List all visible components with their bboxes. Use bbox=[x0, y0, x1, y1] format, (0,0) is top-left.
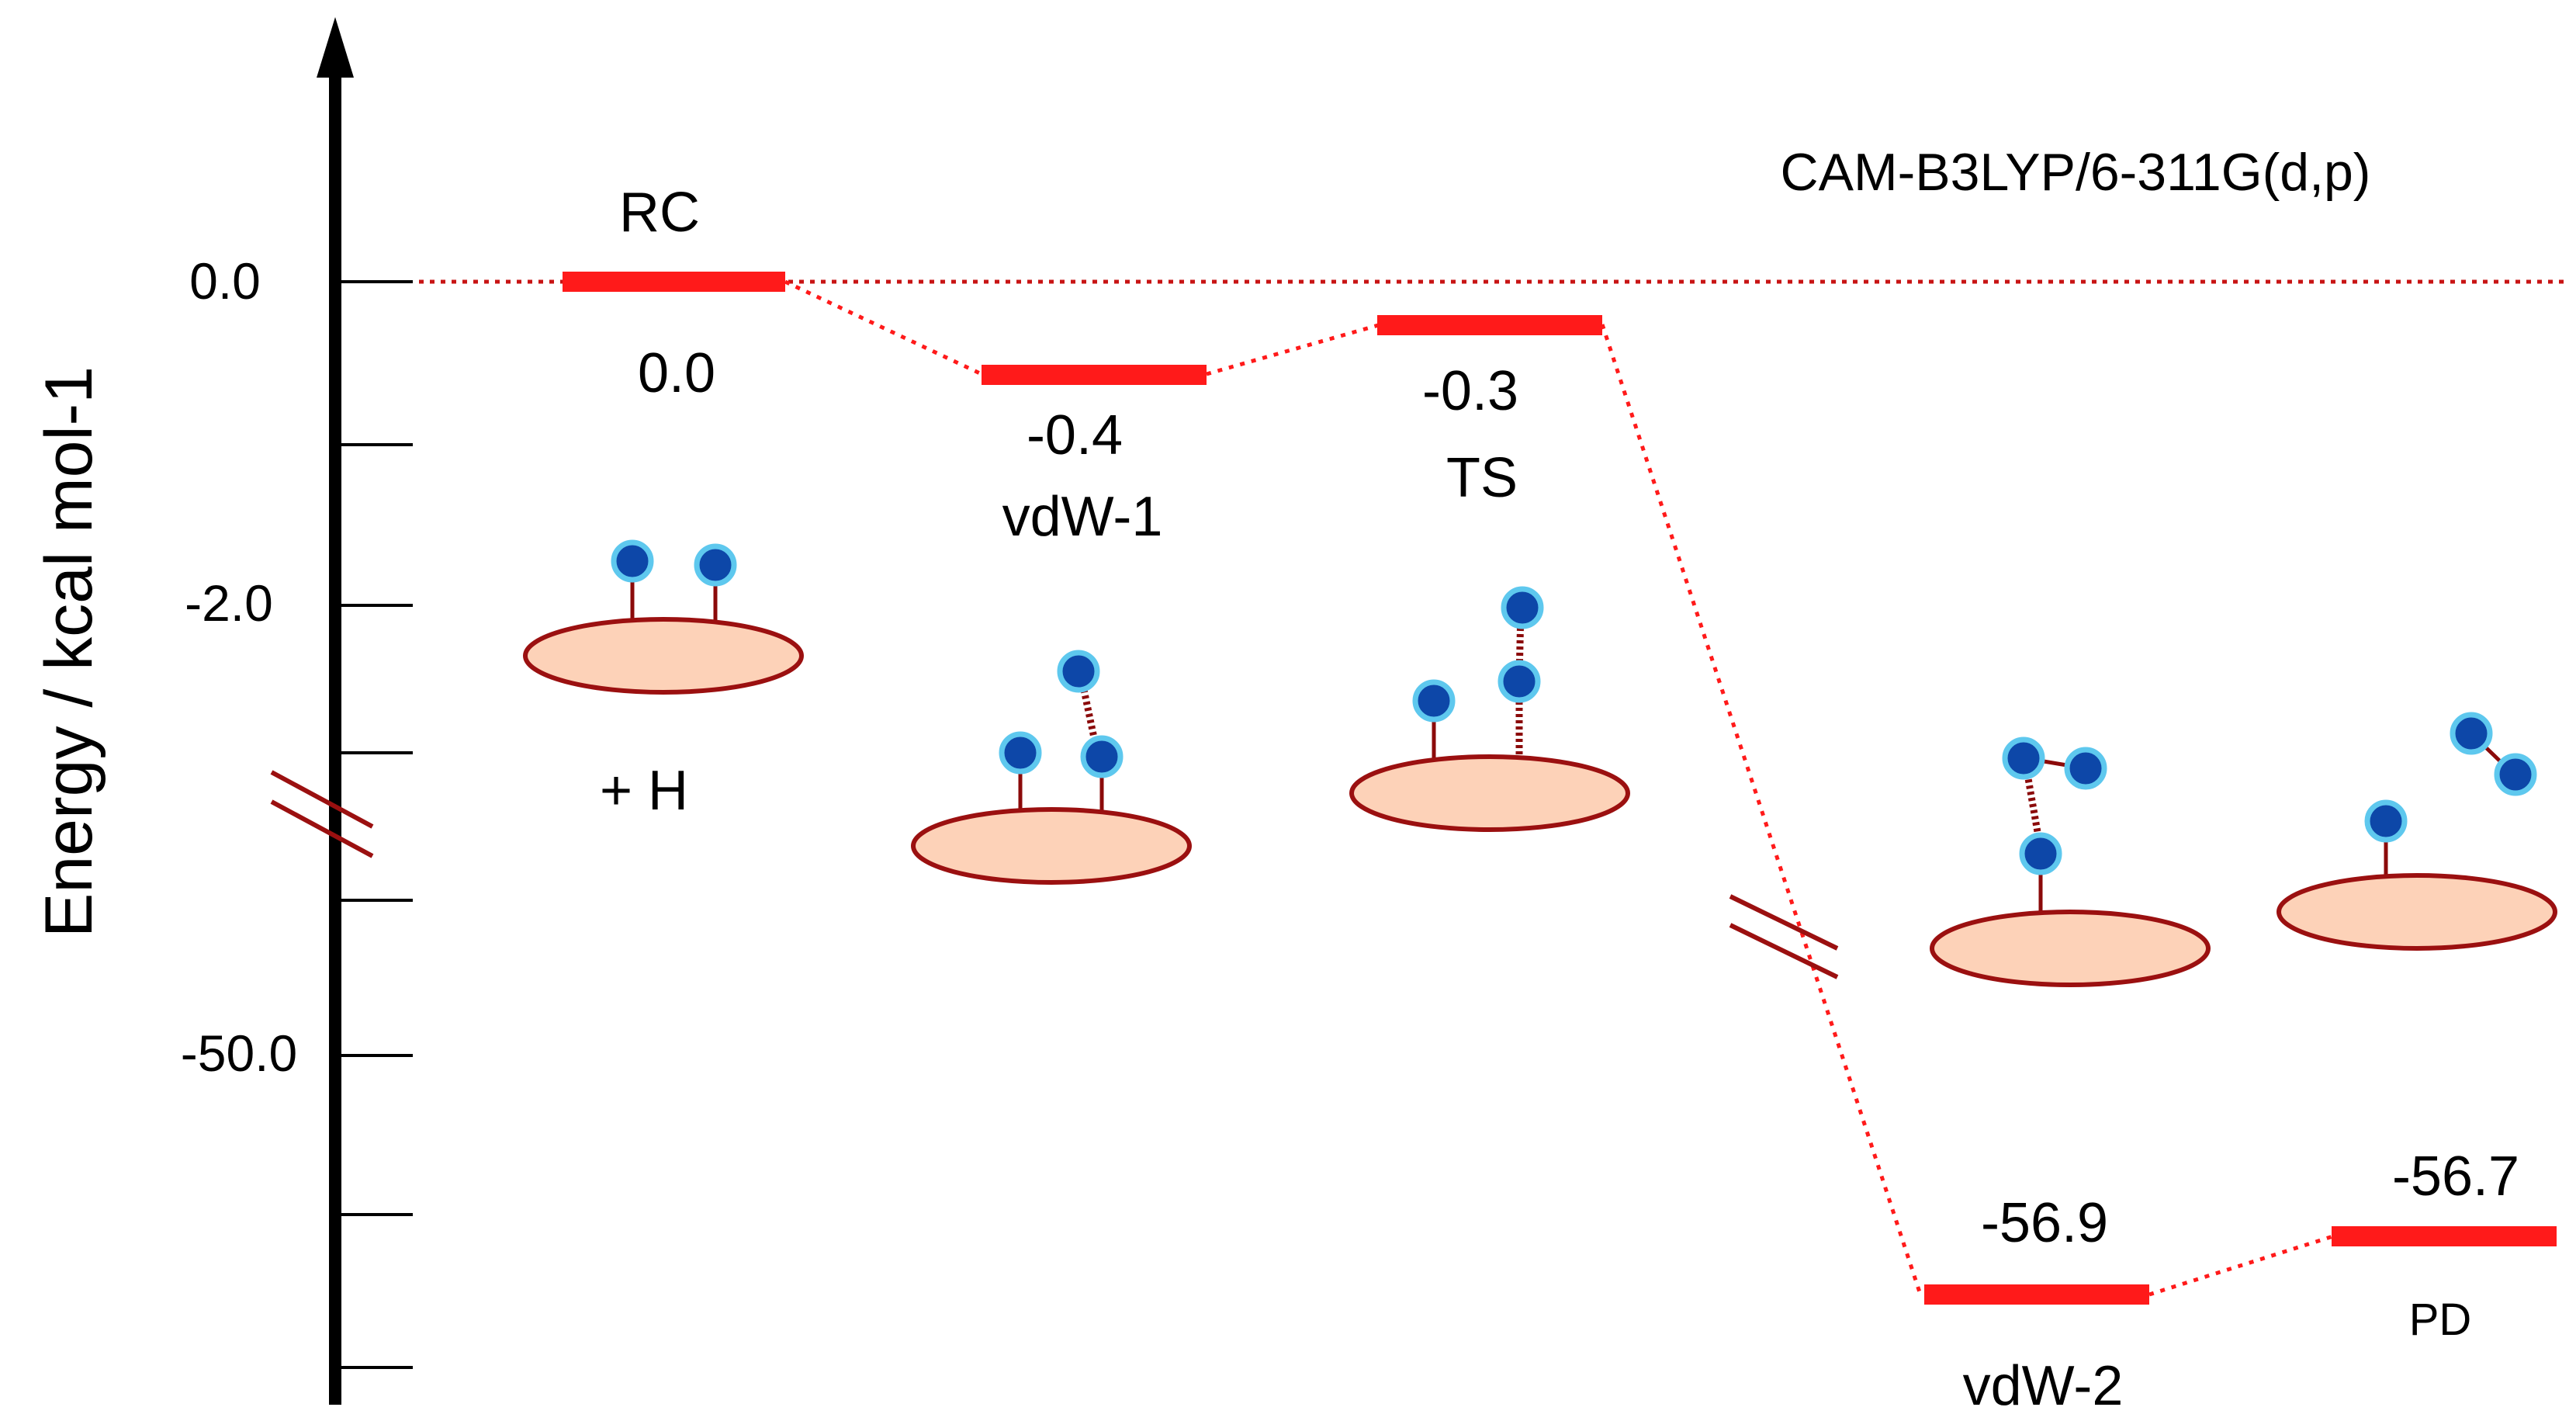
h-atom bbox=[2064, 747, 2107, 790]
h-atom bbox=[1057, 650, 1100, 693]
molecule-pd bbox=[2277, 712, 2557, 951]
axis-ticks bbox=[335, 280, 413, 1369]
h-atom bbox=[1080, 735, 1124, 778]
surface bbox=[911, 807, 1192, 885]
h-atom bbox=[611, 539, 654, 583]
connector-vdw2-pd bbox=[2148, 1233, 2336, 1297]
method-label: CAM-B3LYP/6-311G(d,p) bbox=[1781, 143, 2371, 202]
level-bar-vdw1 bbox=[982, 365, 1207, 385]
connector-rc-vdw1 bbox=[784, 279, 983, 376]
axis-title: Energy / kcal mol-1 bbox=[32, 366, 106, 938]
level-bar-pd bbox=[2332, 1226, 2557, 1246]
connector-vdw1-ts bbox=[1206, 322, 1382, 376]
energy-axis-arrowhead bbox=[317, 17, 354, 78]
connector-break-mark bbox=[1729, 894, 1839, 979]
level-value-ts: -0.3 bbox=[1422, 360, 1518, 422]
h-atom bbox=[2019, 832, 2062, 875]
level-bar-rc bbox=[563, 272, 785, 292]
level-name-pd: PD bbox=[2409, 1295, 2472, 1345]
molecule-vdw1 bbox=[911, 650, 1192, 885]
h-atom bbox=[1501, 586, 1544, 629]
h-atom bbox=[2364, 799, 2408, 843]
level-bar-vdw2 bbox=[1924, 1284, 2149, 1305]
h-atom bbox=[1497, 660, 1541, 703]
surface bbox=[1930, 910, 2211, 987]
tick-label-0: 0.0 bbox=[189, 252, 261, 310]
surface bbox=[2277, 873, 2557, 951]
connector-ts-vdw2 bbox=[1600, 324, 1923, 1295]
surface bbox=[1349, 754, 1630, 832]
molecule-ts bbox=[1349, 586, 1630, 832]
level-name-vdw2: vdW-2 bbox=[1963, 1355, 2124, 1417]
level-name-ts: TS bbox=[1446, 447, 1518, 509]
level-bar-ts bbox=[1377, 315, 1602, 335]
tick-label-minus50: -50.0 bbox=[181, 1024, 297, 1082]
h-atom bbox=[2494, 753, 2537, 796]
level-value-vdw2: -56.9 bbox=[1981, 1192, 2108, 1254]
h-atom bbox=[1412, 679, 1456, 723]
axis-break-mark bbox=[270, 770, 374, 858]
molecule-rc bbox=[523, 539, 804, 695]
reactant-extra-label: + H bbox=[600, 760, 688, 822]
level-name-rc: RC bbox=[619, 182, 700, 244]
molecule-vdw2 bbox=[1930, 737, 2211, 987]
level-connectors bbox=[784, 279, 2336, 1297]
h-atom bbox=[694, 543, 737, 587]
level-value-rc: 0.0 bbox=[638, 342, 715, 404]
h-atom bbox=[999, 731, 1042, 775]
level-name-vdw1: vdW-1 bbox=[1002, 486, 1163, 548]
h-atom bbox=[2450, 712, 2493, 755]
level-value-pd: -56.7 bbox=[2392, 1146, 2519, 1208]
tick-label-minus2: -2.0 bbox=[185, 574, 273, 632]
h-atom bbox=[2002, 737, 2045, 780]
level-value-vdw1: -0.4 bbox=[1027, 404, 1123, 466]
surface bbox=[523, 617, 804, 695]
